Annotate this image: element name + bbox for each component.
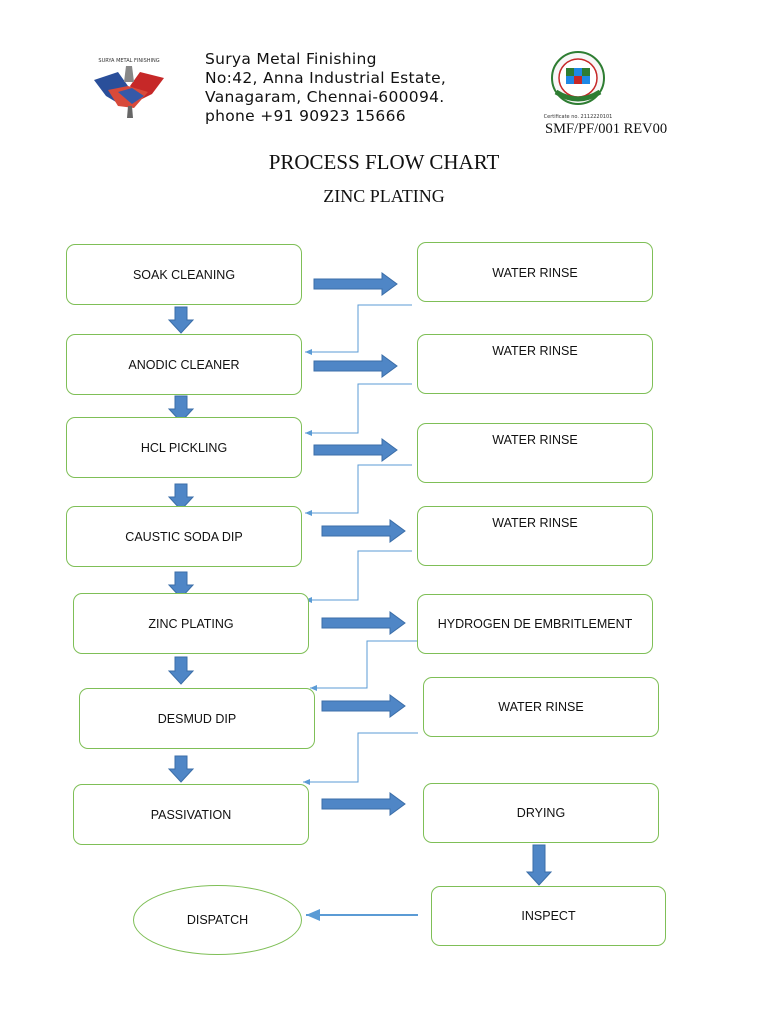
step-desmud-dip: DESMUD DIP	[79, 688, 315, 749]
step-zinc-plating: ZINC PLATING	[73, 593, 309, 654]
step-label: ANODIC CLEANER	[128, 358, 240, 372]
step-label: HCL PICKLING	[140, 441, 228, 455]
arrow-right-4	[321, 519, 406, 543]
step-inspect: INSPECT	[431, 886, 666, 946]
side-label: WATER RINSE	[492, 433, 578, 447]
side-label: WATER RINSE	[492, 344, 578, 358]
side-water-rinse-3: WATER RINSE	[417, 423, 653, 483]
side-water-rinse-1: WATER RINSE	[417, 242, 653, 302]
step-label: ZINC PLATING	[148, 617, 234, 631]
step-hcl-pickling: HCL PICKLING	[66, 417, 302, 478]
arrow-right-3	[313, 438, 398, 462]
side-drying: DRYING	[423, 783, 659, 843]
arrow-right-6	[321, 694, 406, 718]
side-label: DRYING	[516, 806, 566, 820]
svg-text:Certificate no. 2112220101: Certificate no. 2112220101	[544, 114, 613, 120]
side-label: HYDROGEN DE EMBRITLEMENT	[437, 617, 633, 631]
return-connector-4	[305, 550, 412, 603]
step-anodic-cleaner: ANODIC CLEANER	[66, 334, 302, 395]
return-connector-2	[305, 383, 412, 436]
side-water-rinse-4: WATER RINSE	[417, 506, 653, 566]
inspect-label: INSPECT	[521, 909, 576, 923]
company-name: Surya Metal Finishing	[205, 50, 377, 68]
arrow-down-4	[167, 571, 195, 599]
side-label: WATER RINSE	[498, 700, 584, 714]
iso-certification-seal: Certificate no. 2112220101	[528, 48, 628, 122]
arrow-down-2	[167, 395, 195, 423]
arrow-right-5	[321, 611, 406, 635]
phone-number: phone +91 90923 15666	[205, 107, 406, 125]
chart-subtitle: ZINC PLATING	[323, 186, 445, 206]
step-caustic-soda-dip: CAUSTIC SODA DIP	[66, 506, 302, 567]
document-reference: SMF/PF/001 REV00	[545, 121, 668, 137]
return-connector-6	[303, 732, 418, 785]
address-line-2: Vanagaram, Chennai-600094.	[205, 88, 445, 106]
step-label: SOAK CLEANING	[132, 268, 236, 282]
side-label: WATER RINSE	[492, 266, 578, 280]
return-connector-1	[305, 304, 412, 355]
arrow-down-6	[167, 755, 195, 783]
return-connector-5	[310, 640, 425, 691]
step-label: CAUSTIC SODA DIP	[125, 530, 243, 544]
arrow-down-1	[167, 306, 195, 334]
step-passivation: PASSIVATION	[73, 784, 309, 845]
step-dispatch: DISPATCH	[133, 885, 302, 955]
side-label: WATER RINSE	[492, 516, 578, 530]
dispatch-label: DISPATCH	[186, 913, 249, 927]
step-label: PASSIVATION	[150, 808, 232, 822]
address-line-1: No:42, Anna Industrial Estate,	[205, 69, 447, 87]
side-water-rinse-2: WATER RINSE	[417, 334, 653, 394]
arrow-right-2	[313, 354, 398, 378]
arrow-right-7	[321, 792, 406, 816]
side-hydrogen-de-embrittlement: HYDROGEN DE EMBRITLEMENT	[417, 594, 653, 654]
step-label: DESMUD DIP	[157, 712, 237, 726]
company-logo: SURYA METAL FINISHING	[88, 52, 170, 124]
step-soak-cleaning: SOAK CLEANING	[66, 244, 302, 305]
arrow-down-drying	[525, 844, 553, 886]
company-address: Surya Metal Finishing No:42, Anna Indust…	[205, 50, 446, 126]
svg-text:SURYA METAL FINISHING: SURYA METAL FINISHING	[98, 58, 159, 64]
arrow-right-1	[313, 272, 398, 296]
side-water-rinse-5: WATER RINSE	[423, 677, 659, 737]
chart-title: PROCESS FLOW CHART	[268, 150, 500, 174]
return-connector-3	[305, 464, 412, 516]
arrow-down-5	[167, 656, 195, 685]
arrow-down-3	[167, 483, 195, 511]
